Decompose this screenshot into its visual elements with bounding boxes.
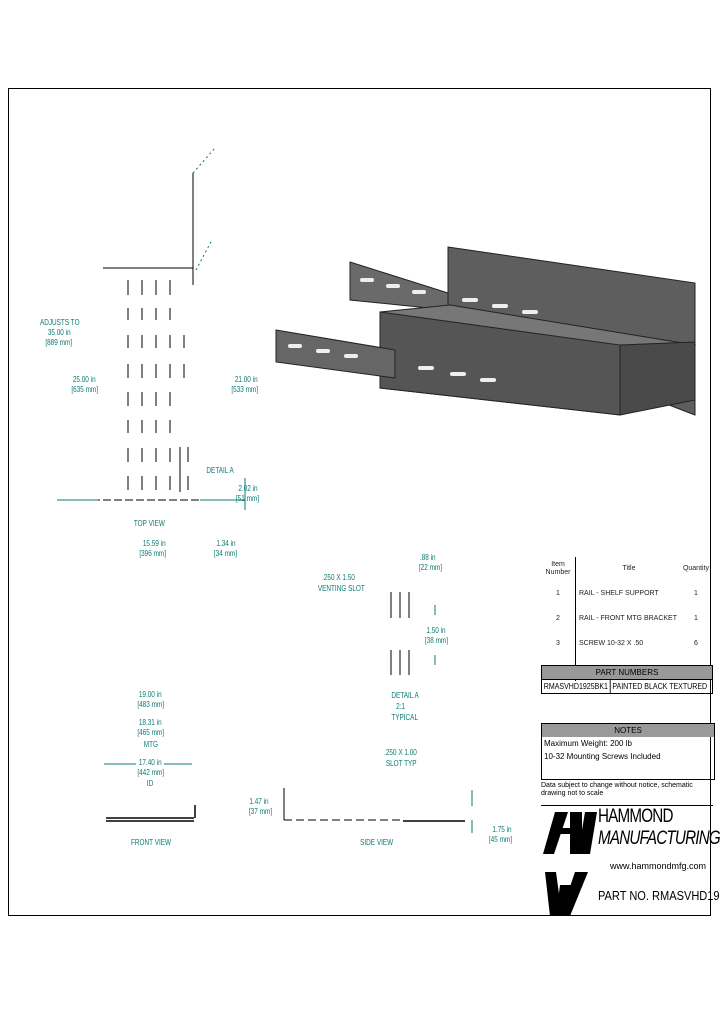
- detail-a-scale: 2:1: [396, 702, 406, 711]
- id-label: ID: [146, 779, 154, 788]
- id-width-mm: [442 mm]: [137, 768, 165, 777]
- part-number: RMASVHD1925BK1: [542, 680, 611, 693]
- width-mm: [396 mm]: [139, 549, 167, 558]
- edge-mm: [51 mm]: [235, 494, 260, 503]
- slot-typ-label: SLOT TYP: [385, 759, 417, 768]
- detail-a-title: DETAIL A: [391, 691, 419, 700]
- offset-in: 1.34 in: [216, 539, 236, 548]
- mtg-width-mm: [465 mm]: [137, 728, 165, 737]
- detail-a-callout: DETAIL A: [206, 466, 234, 475]
- adjusts-mm: [889 mm]: [45, 338, 73, 347]
- top-view-label: TOP VIEW: [133, 519, 165, 528]
- adjusts-label: ADJUSTS TO: [39, 318, 80, 327]
- venting-slot-label: VENTING SLOT: [317, 584, 365, 593]
- note-line: 10-32 Mounting Screws Included: [544, 752, 661, 761]
- notes-header: NOTES: [542, 724, 714, 737]
- height-in: 1.47 in: [249, 797, 269, 806]
- drawing-frame: [8, 88, 711, 916]
- divider: [541, 805, 713, 806]
- company-name-2: MANUFACTURINGTM: [598, 828, 720, 849]
- slot-size: .250 X 1.00: [384, 748, 417, 757]
- pitch-mm: [22 mm]: [418, 563, 443, 572]
- pitch-in: .88 in: [419, 553, 436, 562]
- edge-in: 2.02 in: [238, 484, 258, 493]
- part-numbers-header: PART NUMBERS: [542, 666, 712, 680]
- col-title: Title: [575, 557, 679, 581]
- depth-min-mm: [533 mm]: [231, 385, 259, 394]
- col-item: Item Number: [545, 561, 571, 576]
- venting-slot-size: .250 X 1.50: [322, 573, 355, 582]
- part-no: PART NO. RMASVHD1925: [598, 888, 720, 903]
- overall-width-mm: [483 mm]: [137, 700, 165, 709]
- rack-height-in: 1.75 in: [492, 825, 512, 834]
- depth-min-in: 21.00 in: [234, 375, 258, 384]
- side-view-label: SIDE VIEW: [360, 838, 394, 847]
- slot-length-mm: [38 mm]: [424, 636, 449, 645]
- depth-max-in: 25.00 in: [72, 375, 96, 384]
- adjusts-in: 35.00 in: [47, 328, 71, 337]
- front-view-label: FRONT VIEW: [131, 838, 172, 847]
- disclaimer: Data subject to change without notice, s…: [541, 782, 693, 797]
- mtg-width-in: 18.31 in: [138, 718, 162, 727]
- id-width-in: 17.40 in: [138, 758, 162, 767]
- note-line: Maximum Weight: 200 lb: [544, 739, 632, 748]
- company-name-1: HAMMOND: [598, 806, 673, 827]
- width-in: 15.59 in: [142, 539, 166, 548]
- rack-height-mm: [45 mm]: [488, 835, 513, 844]
- overall-width-in: 19.00 in: [138, 690, 162, 699]
- detail-a-typical: TYPICAL: [391, 713, 419, 722]
- website-link[interactable]: www.hammondmfg.com: [610, 861, 707, 871]
- notes-box: NOTES Maximum Weight: 200 lb 10-32 Mount…: [541, 723, 715, 780]
- slot-length-in: 1.50 in: [426, 626, 446, 635]
- col-qty: Quantity: [682, 565, 710, 572]
- shelf-isometric: [275, 246, 697, 416]
- part-finish: PAINTED BLACK TEXTURED: [612, 682, 708, 691]
- depth-max-mm: [635 mm]: [71, 385, 99, 394]
- offset-mm: [34 mm]: [213, 549, 238, 558]
- mtg-label: MTG: [143, 740, 159, 749]
- height-mm: [37 mm]: [248, 807, 273, 816]
